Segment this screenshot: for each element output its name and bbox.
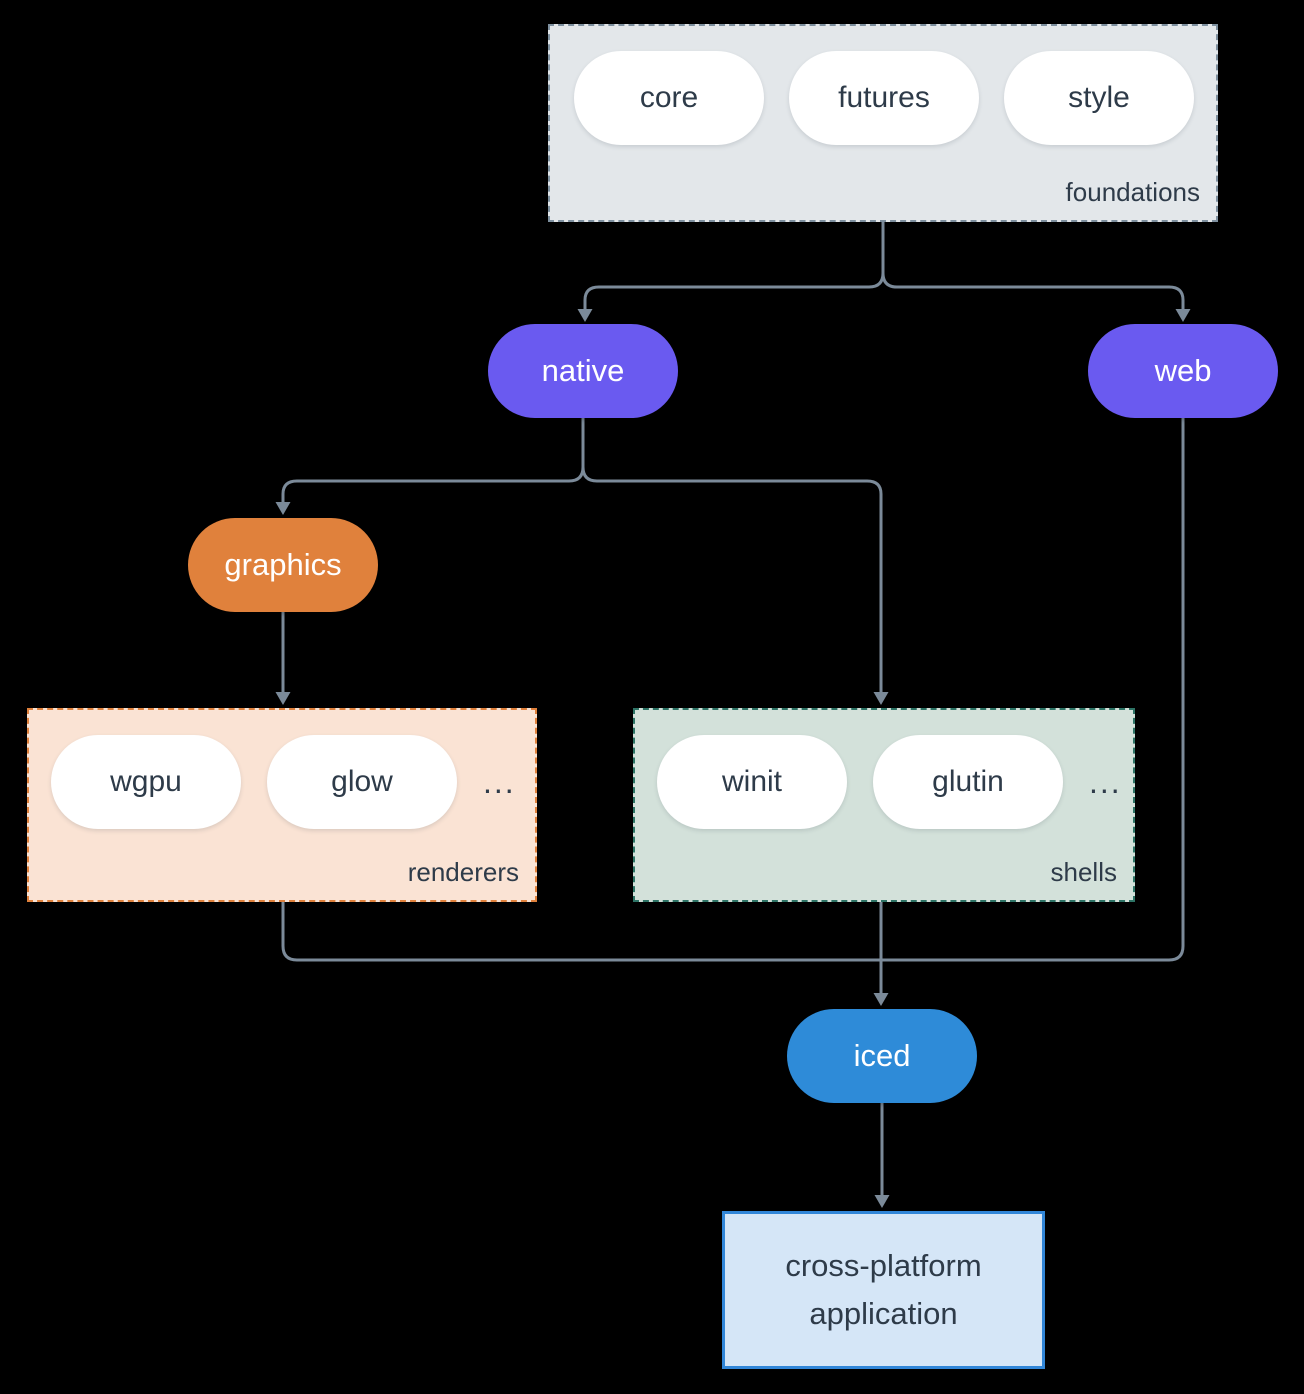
foundations-label: foundations <box>1065 177 1200 207</box>
edge-native-shells <box>581 416 883 697</box>
node-winit: winit <box>657 735 847 829</box>
node-core: core <box>574 51 764 145</box>
node-glow: glow <box>267 735 457 829</box>
node-style: style <box>1004 51 1194 145</box>
foundations-pill-row: core futures style <box>550 51 1216 145</box>
shells-pill-row: winit glutin ... <box>635 735 1133 829</box>
arrowhead-shells <box>873 692 889 705</box>
application-label-line1: cross-platform <box>785 1248 982 1283</box>
node-native: native <box>488 324 678 418</box>
node-cross-platform-application: cross-platform application <box>722 1211 1045 1369</box>
node-wgpu: wgpu <box>51 735 241 829</box>
group-renderers: wgpu glow ... renderers <box>27 708 537 902</box>
arrowhead-iced <box>873 993 889 1006</box>
renderers-ellipsis: ... <box>483 764 516 800</box>
renderers-pill-row: wgpu glow ... <box>29 735 535 829</box>
node-graphics: graphics <box>188 518 378 612</box>
renderers-label: renderers <box>407 857 519 887</box>
shells-ellipsis: ... <box>1089 764 1122 800</box>
shells-label: shells <box>1050 857 1117 887</box>
arrowhead-native <box>577 309 593 322</box>
edge-foundations-web <box>881 220 1185 314</box>
arrowhead-graphics <box>275 502 291 515</box>
group-foundations: core futures style foundations <box>548 24 1218 222</box>
edge-native-graphics <box>281 416 585 507</box>
edge-foundations-native <box>583 220 885 314</box>
application-label-line2: application <box>809 1296 958 1331</box>
edge-renderers-iced <box>281 900 883 962</box>
edge-web-iced <box>879 416 1185 962</box>
node-glutin: glutin <box>873 735 1063 829</box>
group-shells: winit glutin ... shells <box>633 708 1135 902</box>
node-futures: futures <box>789 51 979 145</box>
node-web: web <box>1088 324 1278 418</box>
arrowhead-application <box>874 1195 890 1208</box>
node-iced: iced <box>787 1009 977 1103</box>
arrowhead-web <box>1175 309 1191 322</box>
arrowhead-renderers <box>275 692 291 705</box>
